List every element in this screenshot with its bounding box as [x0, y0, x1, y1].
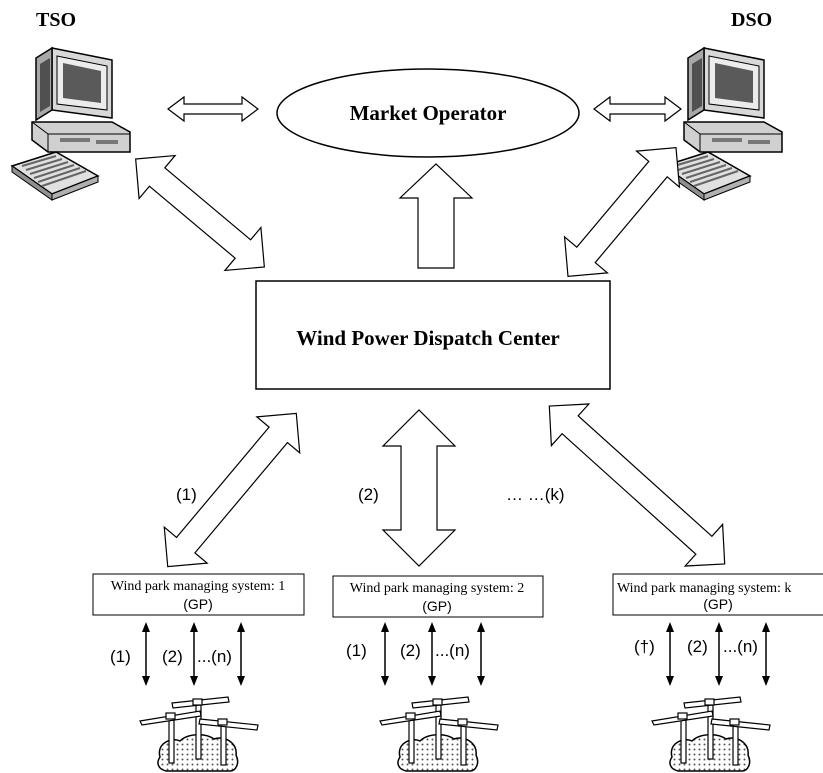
parkk-label-1: (†) — [634, 637, 655, 656]
parkk-dispatch-arrow — [548, 403, 726, 567]
parkk-turbine2-arrow — [714, 621, 724, 687]
park1-label-2: (2) — [162, 647, 183, 666]
park2-label-1: (1) — [346, 641, 367, 660]
park1-gp: (GP) — [183, 596, 213, 612]
park1-dispatch-arrow — [163, 412, 301, 568]
dso-computer-icon — [663, 47, 783, 201]
park1-label-1: (1) — [110, 647, 131, 666]
tso-dispatch-arrow — [135, 154, 265, 272]
park1-box — [92, 573, 305, 616]
parkk-box — [612, 573, 823, 616]
park2-gp: (GP) — [422, 598, 452, 614]
dispatch-center-label: Wind Power Dispatch Center — [296, 326, 559, 350]
market-operator-node — [276, 68, 580, 158]
parkk-label-n: ...(n) — [723, 637, 758, 656]
park2-box — [332, 575, 544, 618]
link-label-k: … …(k) — [506, 485, 565, 504]
parkk-gp: (GP) — [703, 596, 733, 612]
dso-dispatch-arrow — [563, 147, 681, 277]
link-label-2: (2) — [358, 485, 379, 504]
market-dso-arrow — [593, 95, 682, 123]
park1-turbine1-arrow — [141, 621, 151, 687]
tso-computer-icon — [11, 47, 131, 201]
park2-label-2: (2) — [400, 641, 421, 660]
park2-turbine1-arrow — [380, 621, 390, 687]
market-operator-label: Market Operator — [350, 101, 507, 125]
dispatch-center-box — [255, 280, 611, 390]
parkk-label-2: (2) — [687, 637, 708, 656]
park2-dispatch-arrow — [381, 409, 457, 567]
dso-label: DSO — [731, 9, 772, 31]
park2-turbinen-arrow — [476, 621, 486, 687]
parkk-wind-farm-icon — [651, 696, 771, 772]
park1-turbinen-arrow — [236, 621, 246, 687]
park2-label-n: ...(n) — [435, 641, 470, 660]
link-label-1: (1) — [176, 485, 197, 504]
park2-wind-farm-icon — [379, 696, 499, 772]
dispatch-market-arrow — [398, 163, 474, 269]
tso-label: TSO — [36, 9, 76, 31]
park1-name: Wind park managing system: 1 — [111, 579, 285, 594]
park2-name: Wind park managing system: 2 — [350, 581, 524, 596]
parkk-turbinen-arrow — [761, 621, 771, 687]
parkk-name: Wind park managing system: k — [617, 581, 791, 596]
parkk-turbine1-arrow — [665, 621, 675, 687]
park1-label-n: ...(n) — [197, 647, 232, 666]
tso-market-arrow — [167, 95, 259, 123]
park1-wind-farm-icon — [139, 696, 259, 772]
